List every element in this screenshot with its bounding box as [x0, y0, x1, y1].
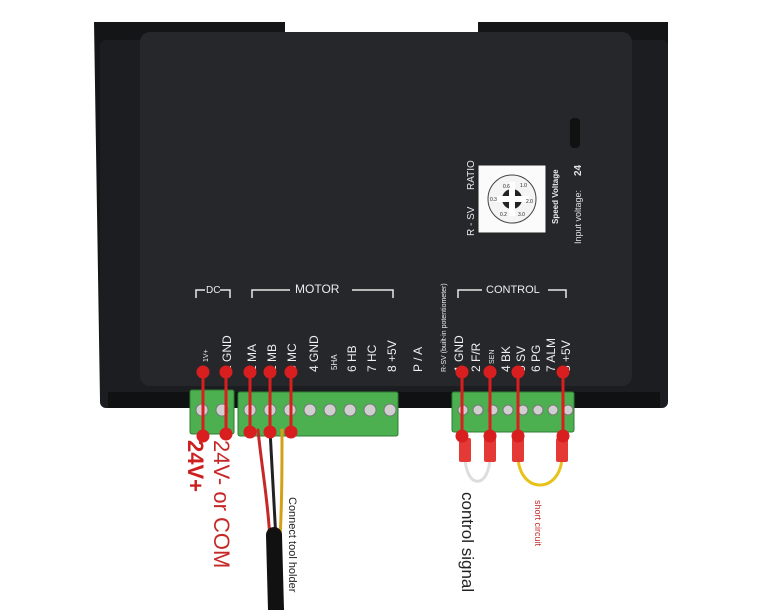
pin-label: 8 +5V — [559, 340, 573, 372]
pin-label: 7 ALM — [544, 338, 558, 372]
pin-label: 5HA — [330, 354, 339, 370]
pin-label: SEN — [489, 350, 496, 364]
pin-label: 8 +5V — [385, 340, 399, 372]
dc-group-label: DC — [206, 285, 220, 296]
top-panel — [140, 32, 632, 386]
pin-labels: 1V+ 2 GND 1 MA 2 MB 3 MC 4 GND 5HA 6 HB … — [203, 283, 573, 372]
pin-label: 6 HB — [345, 345, 359, 372]
dial-side-label: R - SV — [466, 206, 477, 236]
dial-title: RATIO — [466, 160, 477, 190]
dial-bottom-label: Speed Voltage — [551, 169, 560, 224]
control-wires — [459, 438, 568, 487]
control-group-label: CONTROL — [486, 284, 540, 296]
pin-label: 1V+ — [203, 349, 210, 362]
pin-label: 2 GND — [220, 335, 234, 372]
pin-label: 3 MC — [285, 343, 299, 372]
pin-label: P / A — [411, 347, 425, 372]
svg-text:3.0: 3.0 — [518, 212, 525, 218]
svg-text:2.0: 2.0 — [526, 199, 533, 205]
annotation-tool-holder: Connect tool holder — [286, 497, 298, 593]
motor-cable — [256, 428, 284, 615]
pin-label: 2 F/R — [469, 342, 483, 372]
input-voltage-label: Input voltage: — [573, 190, 583, 244]
terminal-block-control[interactable] — [451, 391, 575, 433]
pin-label: 5 SV — [514, 346, 528, 372]
input-voltage-value: 24 — [573, 164, 584, 176]
annotation-24v-minus: 24V- or COM — [209, 440, 234, 568]
dc-bracket — [195, 289, 231, 298]
indicator-slot — [570, 118, 580, 148]
terminal-block-motor[interactable] — [237, 391, 399, 437]
pin-label: 2 MB — [265, 344, 279, 372]
annotation-control-signal: control signal — [458, 492, 477, 592]
pin-label: 7 HC — [365, 344, 379, 372]
svg-text:1.0: 1.0 — [520, 183, 527, 189]
pin-label: 1 GND — [452, 335, 466, 372]
control-bracket — [457, 289, 567, 298]
svg-text:0.2: 0.2 — [500, 212, 507, 218]
svg-text:0.6: 0.6 — [503, 184, 510, 190]
svg-text:0.3: 0.3 — [490, 197, 497, 203]
pin-label: 6 PG — [529, 345, 543, 372]
pin-label: 4 GND — [307, 335, 321, 372]
callout-markers — [196, 365, 570, 443]
motor-bracket — [251, 289, 394, 298]
annotation-24v-plus: 24V+ — [183, 440, 208, 492]
pin-label: R-SV (built-in potentiometer) — [441, 283, 448, 372]
pin-label: 1 MA — [245, 344, 259, 372]
ratio-dial[interactable]: 0.6 1.0 0.3 2.0 0.2 3.0 — [477, 164, 547, 234]
annotation-short-circuit: short circuit — [533, 500, 543, 547]
pin-label: 4 BK — [499, 346, 513, 372]
motor-group-label: MOTOR — [295, 282, 340, 296]
